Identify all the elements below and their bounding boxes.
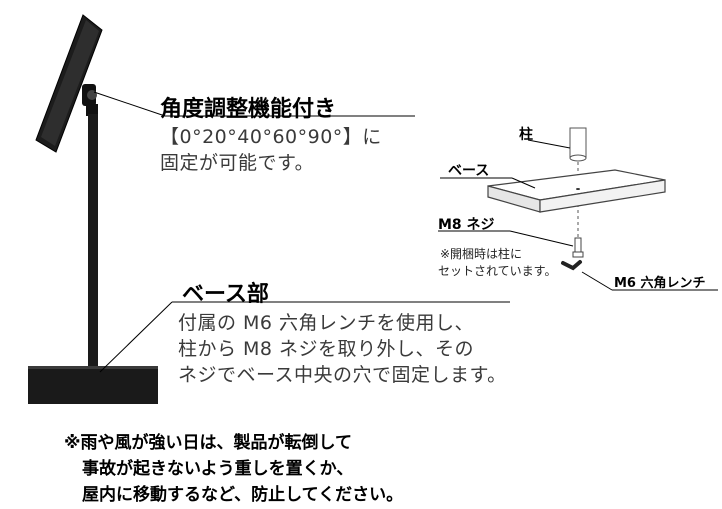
screw-note-line2: セットされています。 xyxy=(438,264,557,278)
base-leader-line xyxy=(99,301,173,373)
wrench-label-leader xyxy=(581,271,613,291)
warning-line3: 屋内に移動するなど、防止してください。 xyxy=(82,485,404,505)
angle-section-title: 角度調整機能付き xyxy=(160,97,337,122)
diagram-pillar-bottom xyxy=(569,154,587,162)
base-section-line3: ネジでベース中央の穴で固定します。 xyxy=(178,364,507,386)
pillar-label-leader xyxy=(527,139,571,149)
warning-line1: ※雨や風が強い日は、製品が転倒して xyxy=(64,433,353,453)
screw-note-line1: ※開梱時は柱に xyxy=(440,247,523,261)
pillar-label: 柱 xyxy=(519,127,533,143)
diagram-base-hole xyxy=(576,188,580,190)
screw-label-leader xyxy=(509,230,574,247)
warning-line2: 事故が起きないよう重しを置くか、 xyxy=(82,459,354,479)
angle-leader-line xyxy=(93,91,166,117)
base-label-leader xyxy=(511,177,536,189)
base-section-line1: 付属の M6 六角レンチを使用し、 xyxy=(178,312,475,334)
diagram-base-side xyxy=(539,179,666,213)
base-label: ベース xyxy=(448,163,490,179)
base-plate xyxy=(28,366,158,404)
upper-pole xyxy=(86,104,98,116)
diagram-hex-wrench xyxy=(561,260,582,271)
base-section-title: ベース部 xyxy=(182,282,269,307)
base-plate-top xyxy=(28,366,158,369)
wrench-label: M6 六角レンチ xyxy=(614,276,706,291)
angle-section-line1: 【0°20°40°60°90°】に xyxy=(160,126,382,148)
screw-label: M8 ネジ xyxy=(438,217,495,233)
hinge-knob xyxy=(87,90,97,100)
base-section-line2: 柱から M8 ネジを取り外し、その xyxy=(178,338,475,360)
pole xyxy=(88,114,98,368)
tablet-edge xyxy=(41,20,99,146)
diagram-pillar xyxy=(569,127,587,159)
angle-section-line2: 固定が可能です。 xyxy=(160,152,315,174)
diagram-screw-head xyxy=(572,251,584,258)
